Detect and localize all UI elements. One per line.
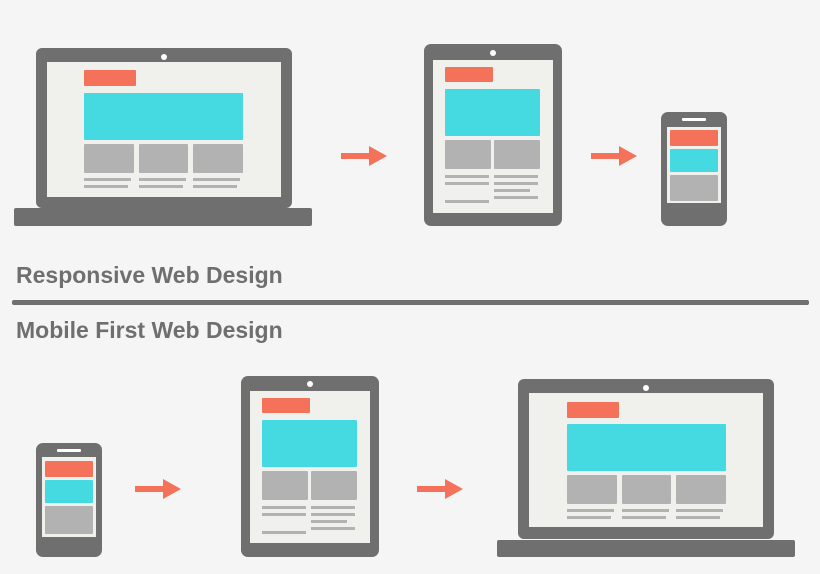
header-block [445, 67, 493, 82]
text-lines [445, 175, 538, 203]
phone-icon [36, 443, 102, 557]
header-block [45, 461, 93, 477]
content-block [494, 140, 540, 169]
content-block [670, 175, 718, 201]
arrow-right-icon [341, 146, 387, 166]
text-lines [84, 178, 240, 188]
laptop-base [14, 208, 312, 226]
content-block [676, 475, 726, 504]
header-block [567, 402, 619, 418]
hero-block [84, 93, 243, 140]
arrow-right-icon [591, 146, 637, 166]
hero-block [445, 89, 540, 136]
header-block [262, 398, 310, 413]
content-block [139, 144, 188, 173]
laptop-icon [497, 379, 795, 557]
section-divider [12, 300, 809, 305]
arrow-right-icon [417, 479, 463, 499]
header-block [84, 70, 136, 86]
mobile-first-web-design-label: Mobile First Web Design [16, 317, 283, 343]
text-lines [567, 509, 723, 519]
content-block [262, 471, 308, 500]
content-block [193, 144, 243, 173]
laptop-base [497, 540, 795, 557]
text-lines [262, 506, 355, 534]
content-block [622, 475, 671, 504]
content-block [84, 144, 134, 173]
content-block [445, 140, 491, 169]
hero-block [45, 480, 93, 503]
header-block [670, 130, 718, 146]
responsive-web-design-label: Responsive Web Design [16, 262, 283, 288]
hero-block [262, 420, 357, 467]
hero-block [567, 424, 726, 471]
content-block [311, 471, 357, 500]
laptop-icon [14, 48, 312, 226]
content-block [45, 506, 93, 534]
tablet-icon [241, 376, 379, 557]
arrow-right-icon [135, 479, 181, 499]
content-block [567, 475, 617, 504]
phone-icon [661, 112, 727, 226]
hero-block [670, 149, 718, 172]
tablet-icon [424, 44, 562, 226]
